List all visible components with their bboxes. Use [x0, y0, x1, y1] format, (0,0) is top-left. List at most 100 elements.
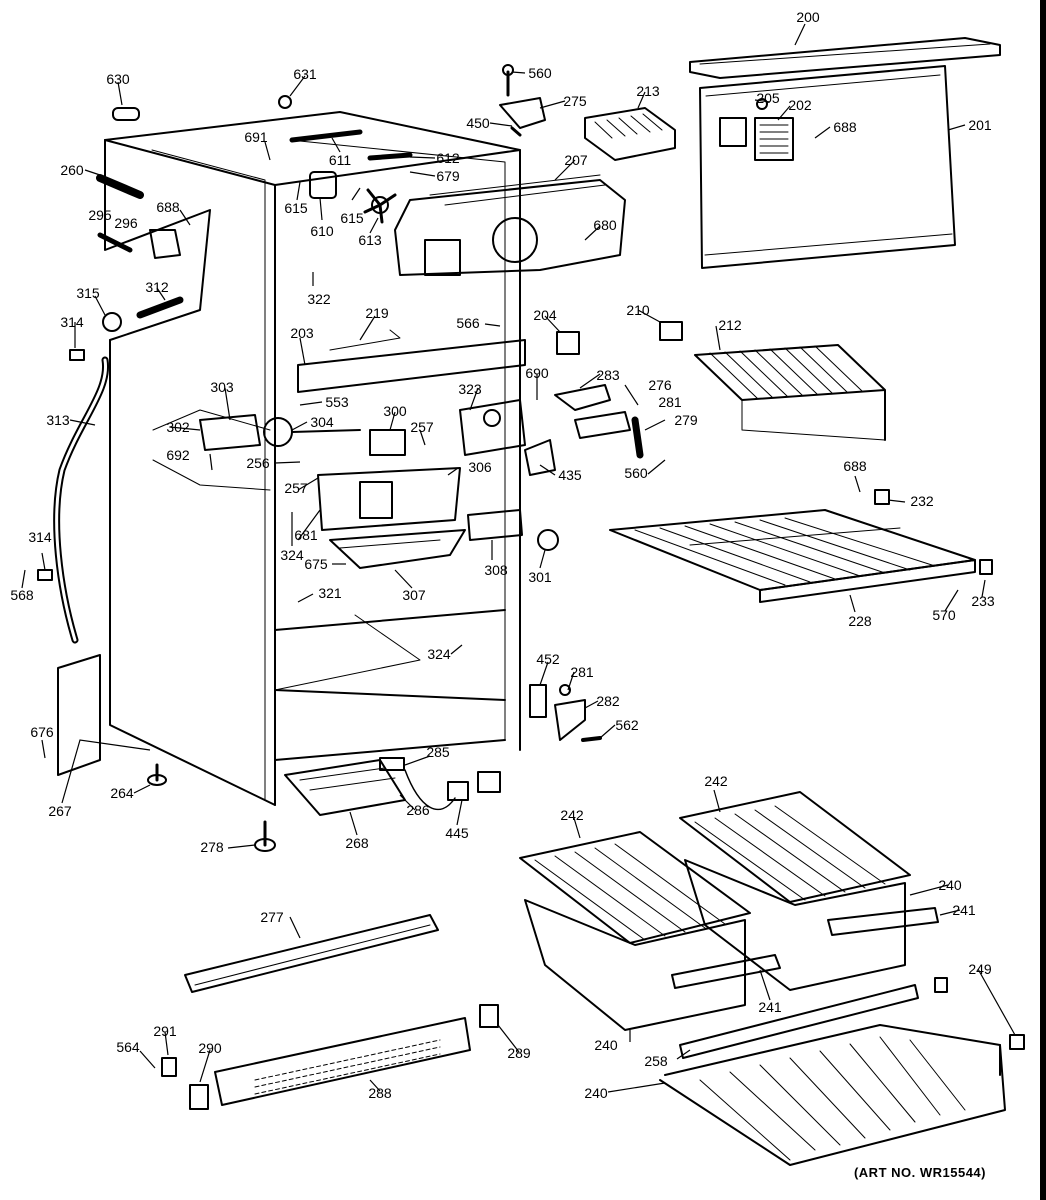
part-label-p312: 312	[145, 279, 169, 295]
part-label-p249: 249	[968, 961, 992, 977]
bottom-rail	[184, 914, 439, 993]
part-label-p264: 264	[110, 785, 134, 801]
part-label-p308: 308	[484, 562, 508, 578]
ice-tray	[584, 107, 676, 161]
part-label-p323: 323	[458, 381, 482, 397]
part-label-p285: 285	[426, 744, 450, 760]
refrigerator-cabinet	[104, 111, 521, 806]
part-label-p611: 611	[329, 152, 352, 168]
part-label-p560b: 560	[624, 465, 648, 481]
part-label-p296: 296	[114, 215, 138, 231]
base-grille	[161, 1004, 499, 1110]
part-label-p680: 680	[593, 217, 617, 233]
part-label-p256: 256	[246, 455, 270, 471]
part-label-p675: 675	[304, 556, 328, 572]
part-label-p232: 232	[910, 493, 934, 509]
part-label-p242b: 242	[704, 773, 728, 789]
part-label-p258: 258	[644, 1053, 668, 1069]
part-label-p676: 676	[30, 724, 54, 740]
part-label-p295: 295	[88, 207, 112, 223]
part-label-p691: 691	[244, 129, 268, 145]
part-label-p275: 275	[563, 93, 587, 109]
part-label-p566: 566	[456, 315, 480, 331]
motor-brackets	[289, 129, 413, 161]
freezer-wire-shelf	[694, 344, 886, 441]
leveling-legs	[147, 763, 276, 852]
part-label-p307: 307	[402, 587, 426, 603]
part-label-p435: 435	[558, 467, 582, 483]
part-label-p203: 203	[290, 325, 314, 341]
center-hinge-parts	[524, 321, 683, 476]
part-label-p568: 568	[10, 587, 34, 603]
part-label-p210: 210	[626, 302, 650, 318]
part-label-p301: 301	[528, 569, 552, 585]
top-hinge	[499, 64, 546, 137]
part-label-p228: 228	[848, 613, 872, 629]
part-label-p304: 304	[310, 414, 334, 430]
part-label-p679: 679	[436, 168, 460, 184]
art-number: (ART NO. WR15544)	[853, 1165, 986, 1180]
part-label-p200: 200	[796, 9, 820, 25]
freezer-back-panel	[699, 65, 956, 269]
part-label-p324a: 324	[280, 547, 304, 563]
freezer-shelf-divider	[297, 329, 526, 393]
top-trim-strip	[689, 37, 1001, 79]
part-label-p321: 321	[318, 585, 342, 601]
part-label-p279: 279	[674, 412, 698, 428]
part-label-p313: 313	[46, 412, 70, 428]
fresh-food-shelf	[609, 489, 993, 603]
part-label-p564: 564	[116, 1039, 140, 1055]
part-label-p286: 286	[406, 802, 430, 818]
part-label-p324b: 324	[427, 646, 451, 662]
side-cover-panel	[57, 654, 101, 776]
part-label-p562: 562	[615, 717, 639, 733]
part-label-p277: 277	[260, 909, 284, 925]
temperature-control-assembly	[199, 414, 466, 569]
part-label-p205: 205	[756, 90, 780, 106]
part-label-p322: 322	[307, 291, 331, 307]
control-knob-and-plate	[467, 509, 559, 551]
crisper-support-rail	[679, 984, 919, 1059]
part-label-p610: 610	[310, 223, 334, 239]
part-label-p268: 268	[345, 835, 369, 851]
part-label-p204: 204	[533, 307, 557, 323]
part-label-p260: 260	[60, 162, 84, 178]
part-label-p281a: 281	[658, 394, 682, 410]
crisper-drawer-left	[519, 831, 781, 1031]
part-label-p681: 681	[294, 527, 318, 543]
part-label-p688a: 688	[833, 119, 857, 135]
part-label-p278: 278	[200, 839, 224, 855]
bottom-drain-pan	[284, 757, 501, 816]
drain-tube	[53, 356, 110, 644]
part-label-p300: 300	[383, 403, 407, 419]
part-label-p560a: 560	[528, 65, 552, 81]
part-label-p233: 233	[971, 593, 995, 609]
part-label-p207: 207	[564, 152, 588, 168]
leader-lines	[21, 23, 1016, 1093]
part-label-p276: 276	[648, 377, 672, 393]
part-label-p240b: 240	[594, 1037, 618, 1053]
wire-basket	[659, 977, 1025, 1166]
part-label-p240c: 240	[584, 1085, 608, 1101]
part-label-p306: 306	[468, 459, 492, 475]
part-label-p445: 445	[445, 825, 469, 841]
page-edge-bar	[1040, 0, 1046, 1200]
part-label-p267: 267	[48, 803, 72, 819]
part-label-p202: 202	[788, 97, 812, 113]
part-label-p213: 213	[636, 83, 660, 99]
part-label-p570: 570	[932, 607, 956, 623]
part-label-p241b: 241	[758, 999, 782, 1015]
part-label-p281b: 281	[570, 664, 594, 680]
part-label-p201: 201	[968, 117, 992, 133]
part-label-p615a: 615	[284, 200, 308, 216]
lower-hinge-parts	[529, 684, 602, 742]
part-label-p315: 315	[76, 285, 100, 301]
part-label-p314a: 314	[60, 314, 84, 330]
part-label-p314b: 314	[28, 529, 52, 545]
part-label-p212: 212	[718, 317, 742, 333]
part-label-p257b: 257	[284, 480, 308, 496]
part-label-p302: 302	[166, 419, 190, 435]
part-label-p242a: 242	[560, 807, 584, 823]
crisper-drawer-right	[679, 791, 939, 991]
